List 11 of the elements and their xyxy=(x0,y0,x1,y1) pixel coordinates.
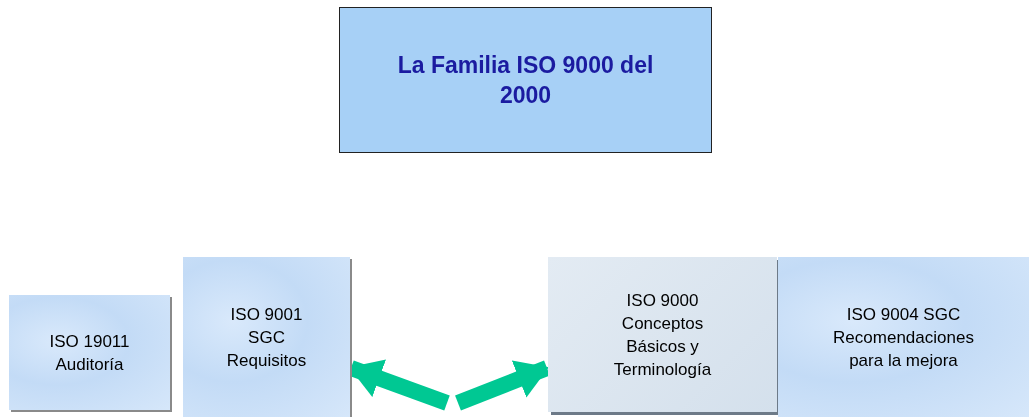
box-text: La Familia ISO 9000 del 2000 xyxy=(396,51,655,110)
box-text: ISO 19011 Auditoría xyxy=(48,330,131,376)
title-box xyxy=(339,7,712,153)
box-text: ISO 9000 Conceptos Básicos y Terminología xyxy=(612,289,713,381)
arrow xyxy=(455,360,550,411)
box-text: ISO 9001 SGC Requisitos xyxy=(225,303,308,372)
standard-box xyxy=(9,295,170,410)
standard-box xyxy=(778,257,1029,417)
box-text: ISO 9004 SGC Recomendaciones para la mejora xyxy=(832,303,975,372)
standard-box xyxy=(183,257,350,417)
standard-box xyxy=(548,257,777,412)
